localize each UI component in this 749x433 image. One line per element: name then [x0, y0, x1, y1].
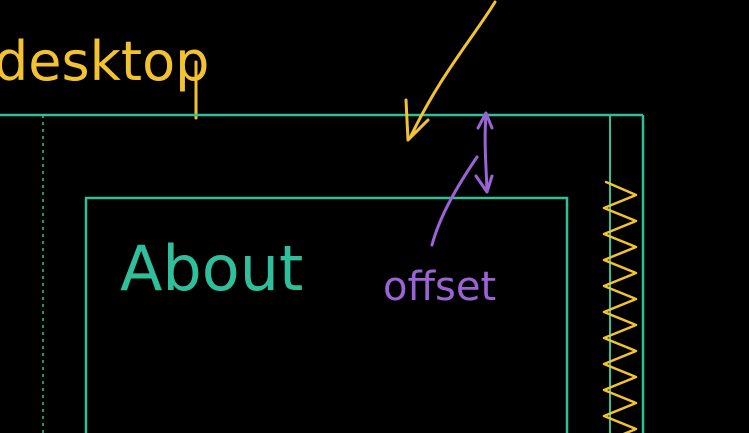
offset-label: offset: [383, 264, 496, 310]
about-section-frame: [84, 196, 569, 433]
pointer-arrow-shaft: [408, 0, 497, 140]
about-label: About: [120, 232, 303, 305]
offset-double-arrow: [483, 113, 489, 192]
offset-arrow-head-top: [476, 111, 494, 130]
offset-arrow-head-bottom: [474, 174, 494, 194]
desktop-label: desktop: [0, 30, 209, 93]
pointer-arrow-head: [404, 98, 430, 142]
offset-leader-line: [430, 155, 479, 247]
scrollbar-hatching: [602, 180, 638, 433]
